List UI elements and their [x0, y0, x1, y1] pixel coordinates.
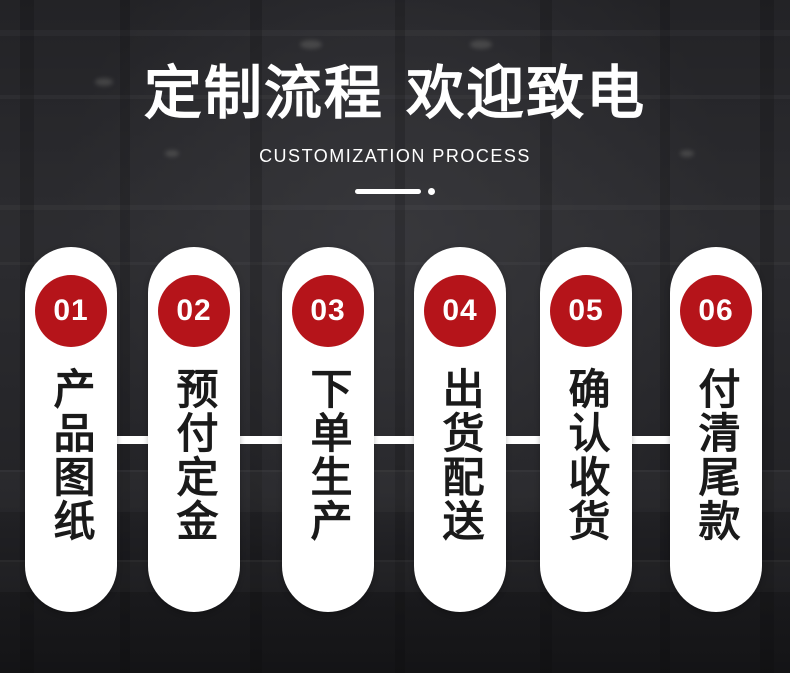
step-number-badge: 03 [292, 275, 364, 347]
step-number-badge: 04 [424, 275, 496, 347]
step-card-3: 03 下单生产 [282, 247, 374, 612]
step-card-4: 04 出货配送 [414, 247, 506, 612]
step-label: 产品图纸 [47, 367, 96, 543]
title-divider-dot [428, 188, 435, 195]
step-number-badge: 05 [550, 275, 622, 347]
process-steps: 01 产品图纸 02 预付定金 03 下单生产 04 出货配送 05 确认收货 … [0, 247, 790, 617]
step-number-badge: 06 [680, 275, 752, 347]
steps-connector-line [70, 436, 720, 444]
step-label: 预付定金 [170, 367, 219, 543]
step-number-badge: 02 [158, 275, 230, 347]
step-number-badge: 01 [35, 275, 107, 347]
title-divider-bar [355, 189, 421, 194]
step-card-6: 06 付清尾款 [670, 247, 762, 612]
step-label: 确认收货 [562, 367, 611, 543]
step-card-2: 02 预付定金 [148, 247, 240, 612]
page-title: 定制流程 欢迎致电 [143, 59, 647, 127]
page-subtitle: CUSTOMIZATION PROCESS [259, 146, 531, 166]
step-label: 出货配送 [436, 367, 485, 543]
step-label: 下单生产 [304, 367, 353, 543]
step-label: 付清尾款 [692, 367, 741, 543]
step-card-5: 05 确认收货 [540, 247, 632, 612]
step-card-1: 01 产品图纸 [25, 247, 117, 612]
